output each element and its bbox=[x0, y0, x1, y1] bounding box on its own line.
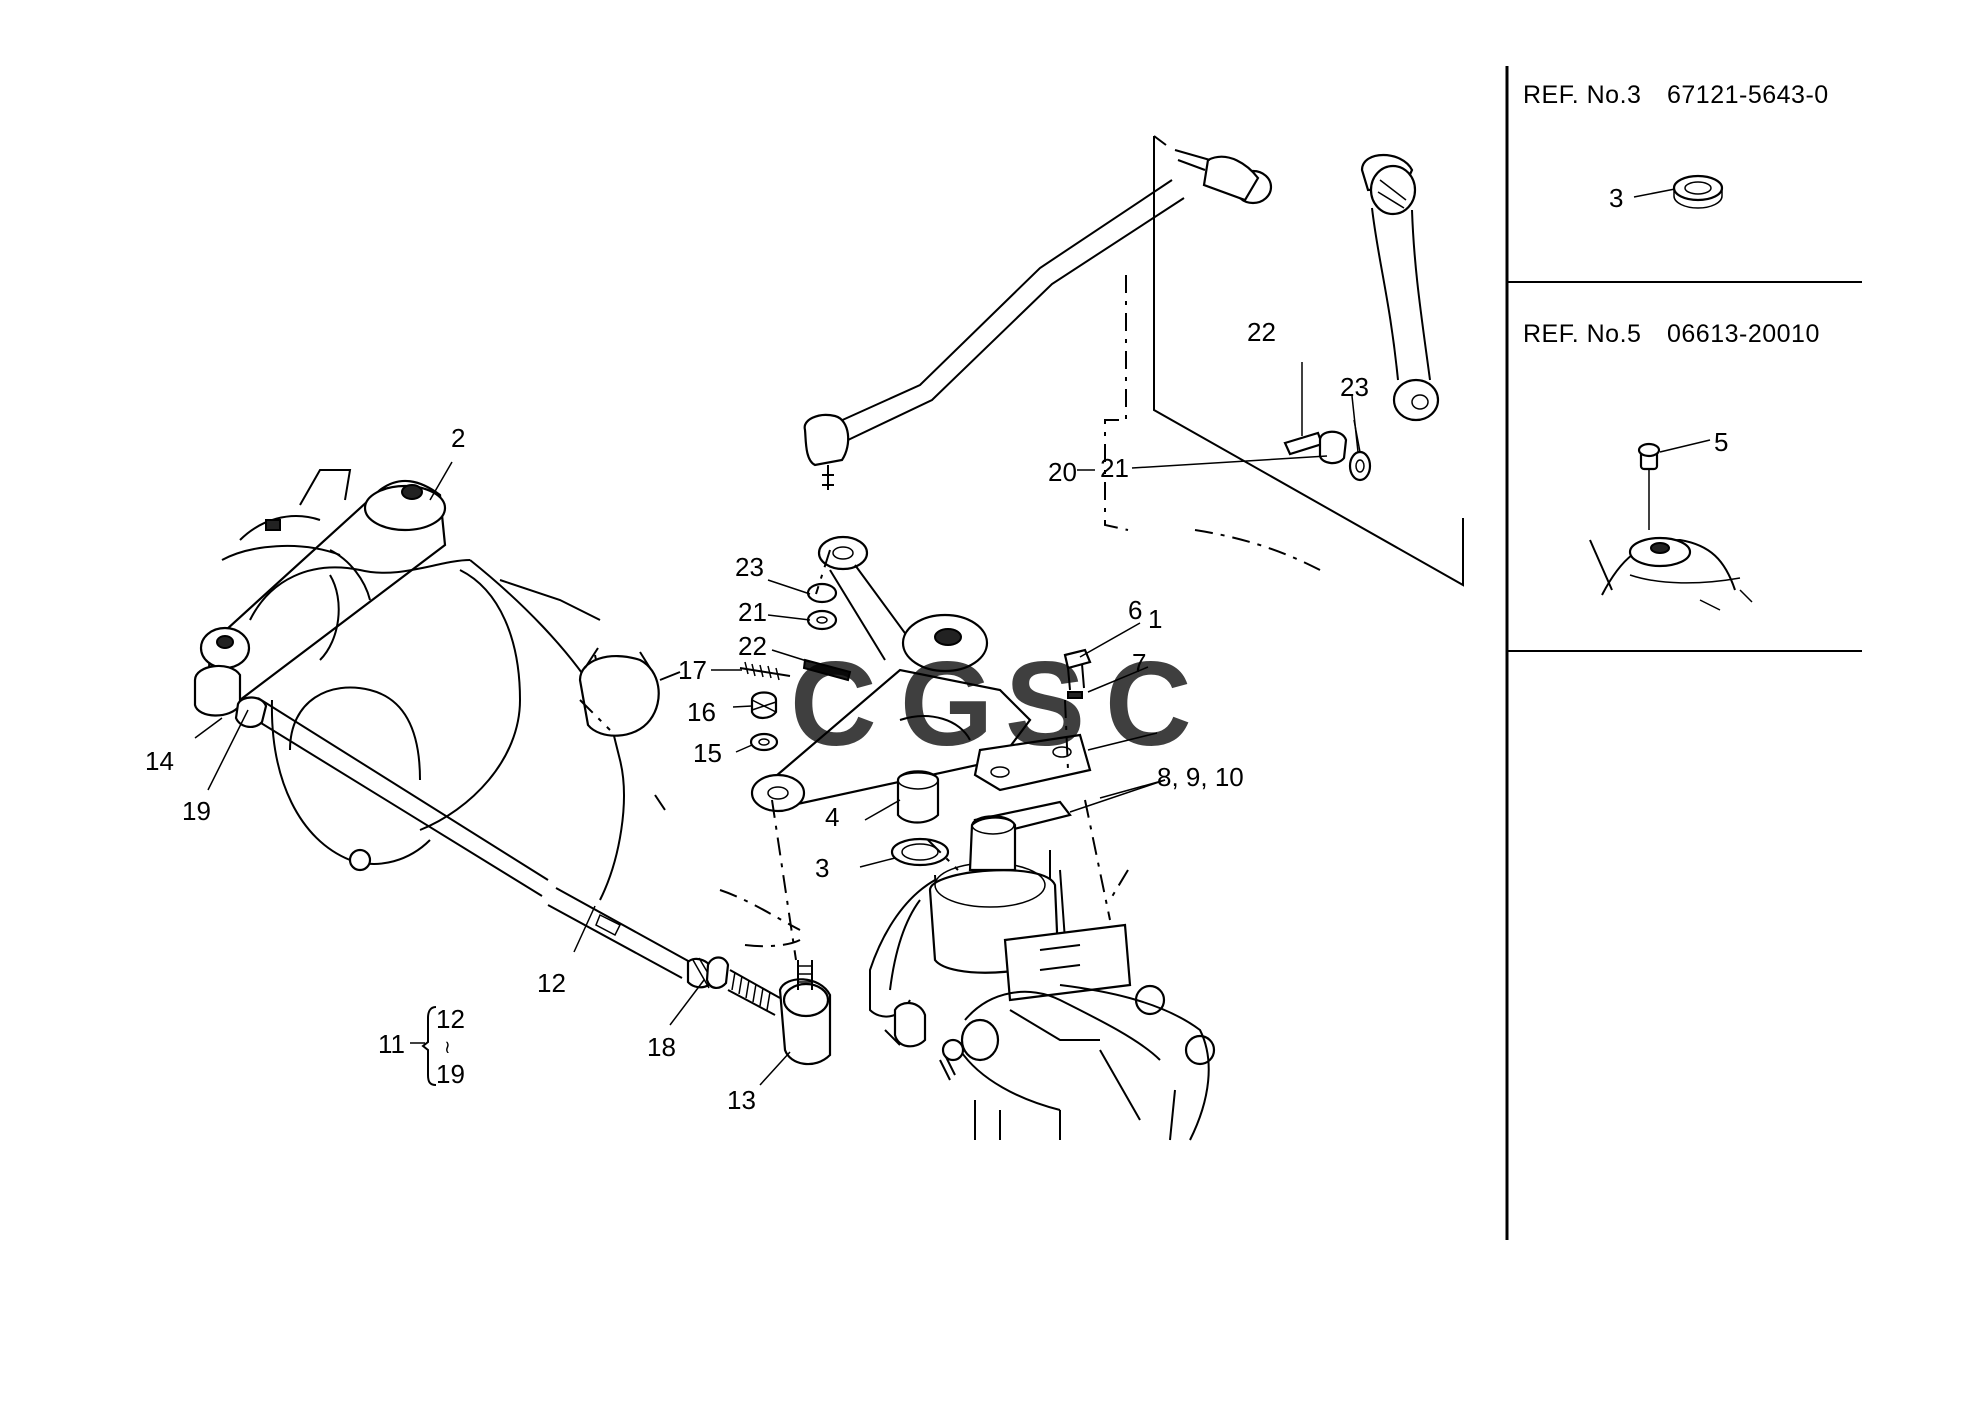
callout-22-top: 22 bbox=[1247, 317, 1276, 347]
ref-5-block: REF. No.5 06613-20010 5 bbox=[1523, 320, 1820, 611]
callout-2: 2 bbox=[451, 423, 465, 453]
watermark-letter-1: C bbox=[790, 637, 877, 771]
washer-icon bbox=[1672, 174, 1724, 209]
right-steering-gear-box bbox=[869, 815, 1216, 1141]
ref-3-label: REF. No.3 bbox=[1523, 81, 1641, 109]
callout-8-9-10: 8, 9, 10 bbox=[1157, 762, 1244, 792]
left-steering-assembly bbox=[193, 469, 681, 901]
callout-23-top: 23 bbox=[1340, 372, 1369, 402]
reference-panel bbox=[1505, 66, 1862, 1240]
ref-3-callout: 3 bbox=[1609, 183, 1623, 213]
center-lines bbox=[579, 275, 1321, 961]
callout-19-range-end: 19 bbox=[436, 1059, 465, 1089]
pitman-arm bbox=[1360, 153, 1440, 422]
callout-3: 3 bbox=[815, 853, 829, 883]
callout-15: 15 bbox=[693, 738, 722, 768]
callouts: 1 2 3 4 6 7 8, 9, 10 11 12 ≀ 19 12 13 14… bbox=[145, 317, 1369, 1115]
callout-6: 6 bbox=[1128, 595, 1142, 625]
callout-21-center: 21 bbox=[738, 597, 767, 627]
callout-11: 11 bbox=[378, 1029, 405, 1059]
callout-23-center: 23 bbox=[735, 552, 764, 582]
drag-link bbox=[803, 149, 1273, 490]
range-tilde: ≀ bbox=[444, 1037, 451, 1057]
ref-5-part-number: 06613-20010 bbox=[1667, 320, 1820, 348]
watermark-letter-3: S bbox=[1005, 637, 1085, 771]
callout-7: 7 bbox=[1132, 648, 1146, 678]
ref-3-block: REF. No.3 67121-5643-0 3 bbox=[1523, 81, 1829, 213]
knuckle-top-icon bbox=[1589, 536, 1753, 611]
callout-22-center: 22 bbox=[738, 631, 767, 661]
callout-4: 4 bbox=[825, 802, 839, 832]
center-bell-crank bbox=[750, 535, 1092, 813]
callout-18: 18 bbox=[647, 1032, 676, 1062]
callout-12-range-start: 12 bbox=[436, 1004, 465, 1034]
callout-21-top: 21 bbox=[1100, 453, 1129, 483]
callout-12: 12 bbox=[537, 968, 566, 998]
callout-20: 20 bbox=[1048, 457, 1077, 487]
watermark-letter-4: C bbox=[1105, 637, 1192, 771]
watermark-letter-2: G bbox=[900, 637, 993, 771]
ref-5-label: REF. No.5 bbox=[1523, 320, 1641, 348]
callout-1: 1 bbox=[1148, 604, 1162, 634]
callout-17: 17 bbox=[678, 655, 707, 685]
watermark: C G S C bbox=[790, 637, 1192, 771]
callout-13: 13 bbox=[727, 1085, 756, 1115]
tie-rod-assembly bbox=[234, 696, 832, 1066]
frame-panel-outline bbox=[1153, 135, 1464, 587]
ref-3-part-number: 67121-5643-0 bbox=[1667, 81, 1829, 109]
grease-nipple-icon bbox=[1637, 442, 1661, 530]
leader-lines bbox=[194, 395, 1359, 1086]
callout-16: 16 bbox=[687, 697, 716, 727]
callout-19: 19 bbox=[182, 796, 211, 826]
bracket-11 bbox=[421, 1006, 437, 1086]
callout-14: 14 bbox=[145, 746, 174, 776]
ref-5-callout: 5 bbox=[1714, 427, 1728, 457]
idler-washers-left bbox=[739, 582, 852, 752]
